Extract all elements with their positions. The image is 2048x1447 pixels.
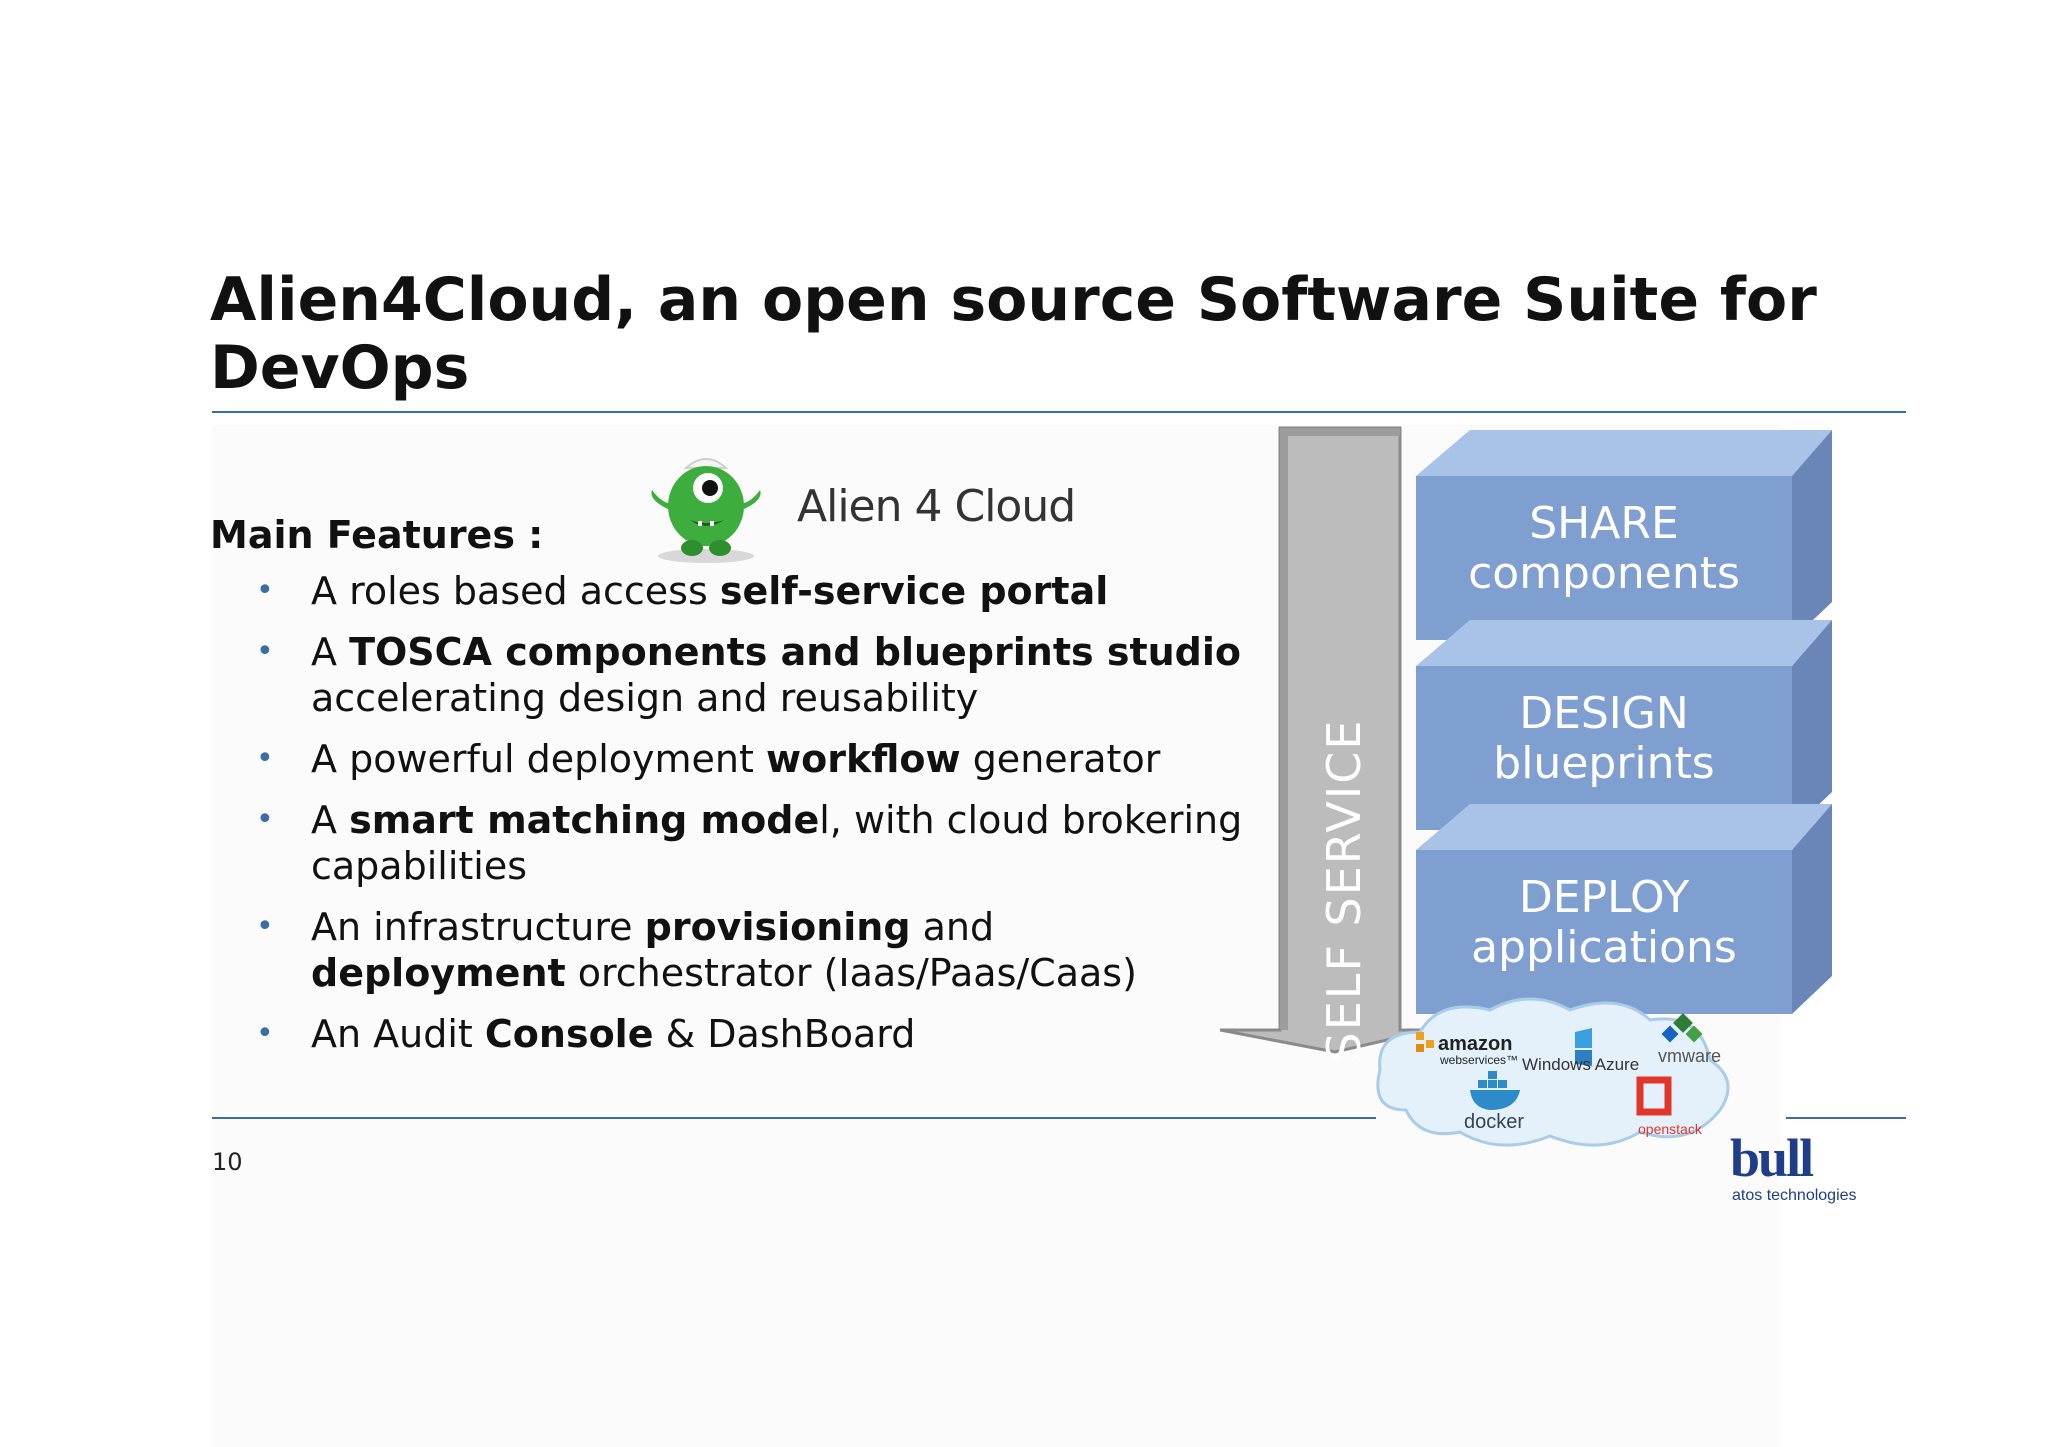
block-deploy-subtitle: applications xyxy=(1471,922,1737,973)
feature-text: A roles based access xyxy=(311,569,720,613)
footer-divider-right xyxy=(1786,1117,1906,1119)
slide-title: Alien4Cloud, an open source Software Sui… xyxy=(210,265,1817,403)
bullet-icon: • xyxy=(256,634,274,669)
feature-emphasis: Console xyxy=(484,1012,654,1056)
feature-item: • An Audit Console & DashBoard xyxy=(250,1011,1250,1057)
bullet-icon: • xyxy=(256,1016,274,1051)
self-service-label: SELF SERVICE xyxy=(1317,719,1371,1062)
alien4cloud-logo-text: Alien 4 Cloud xyxy=(797,481,1076,532)
feature-text: accelerating design and reusability xyxy=(311,676,979,720)
block-design-title: DESIGN xyxy=(1519,688,1689,739)
self-service-arrow: SELF SERVICE xyxy=(1220,426,1431,1062)
footer-divider-left xyxy=(212,1117,1376,1119)
windows-azure-icon: Windows Azure xyxy=(1522,1028,1639,1074)
svg-text:Windows Azure: Windows Azure xyxy=(1522,1055,1639,1074)
svg-text:bull: bull xyxy=(1730,1132,1814,1188)
block-design-subtitle: blueprints xyxy=(1493,738,1714,789)
docker-icon: docker xyxy=(1464,1071,1524,1133)
feature-text: generator xyxy=(960,737,1161,781)
feature-emphasis: TOSCA components and blueprints studio xyxy=(349,630,1242,674)
block-deploy-title: DEPLOY xyxy=(1519,872,1689,923)
svg-text:openstack: openstack xyxy=(1638,1121,1703,1137)
feature-text: orchestrator (Iaas/Paas/Caas) xyxy=(565,951,1137,995)
self-service-diagram: SELF SERVICE SHARE components DESIGN blu… xyxy=(1220,426,1832,1147)
block-share: SHARE components xyxy=(1416,430,1832,640)
title-divider xyxy=(212,411,1906,413)
feature-text: A powerful deployment xyxy=(311,737,766,781)
feature-item: • A smart matching model, with cloud brok… xyxy=(250,797,1250,889)
feature-text: An infrastructure xyxy=(311,905,645,949)
feature-emphasis: provisioning xyxy=(644,905,911,949)
feature-emphasis: workflow xyxy=(766,737,961,781)
feature-text: and xyxy=(910,905,995,949)
svg-text:webservices™: webservices™ xyxy=(1439,1053,1518,1067)
bullet-icon: • xyxy=(256,573,274,608)
feature-emphasis: deployment xyxy=(311,951,566,995)
feature-text: & DashBoard xyxy=(653,1012,916,1056)
feature-emphasis: self-service portal xyxy=(719,569,1109,613)
bullet-icon: • xyxy=(256,741,274,776)
cloud-providers: amazon webservices™ Windows Azure vmware… xyxy=(1376,997,1730,1147)
feature-text: A xyxy=(311,798,350,842)
alien-mascot-icon xyxy=(651,458,761,563)
block-deploy: DEPLOY applications xyxy=(1416,804,1832,1014)
feature-item: • An infrastructure provisioning and depl… xyxy=(250,904,1250,996)
svg-text:atos technologies: atos technologies xyxy=(1732,1187,1857,1204)
svg-text:amazon: amazon xyxy=(1438,1033,1512,1055)
feature-item: • A TOSCA components and blueprints studi… xyxy=(250,629,1250,721)
amazon-icon: amazon webservices™ xyxy=(1416,1032,1518,1067)
features-label: Main Features : xyxy=(210,513,544,557)
block-design: DESIGN blueprints xyxy=(1416,620,1832,830)
openstack-icon: openstack xyxy=(1636,1076,1703,1137)
bullet-icon: • xyxy=(256,909,274,944)
feature-item: • A powerful deployment workflow generato… xyxy=(250,736,1250,782)
feature-emphasis: smart matching mode xyxy=(349,798,820,842)
bullet-icon: • xyxy=(256,802,274,837)
bull-logo-icon: bull atos technologies xyxy=(1730,1132,1857,1204)
page-number: 10 xyxy=(212,1148,243,1176)
block-share-subtitle: components xyxy=(1468,548,1740,599)
block-share-title: SHARE xyxy=(1529,498,1679,549)
feature-item: • A roles based access self-service porta… xyxy=(250,568,1250,614)
feature-text: A xyxy=(311,630,350,674)
svg-text:vmware: vmware xyxy=(1658,1046,1721,1066)
svg-text:docker: docker xyxy=(1464,1111,1524,1133)
feature-text: l, with cloud brokering capabilities xyxy=(311,798,1243,888)
feature-list: • A roles based access self-service porta… xyxy=(250,568,1250,1072)
feature-text: An Audit xyxy=(311,1012,485,1056)
